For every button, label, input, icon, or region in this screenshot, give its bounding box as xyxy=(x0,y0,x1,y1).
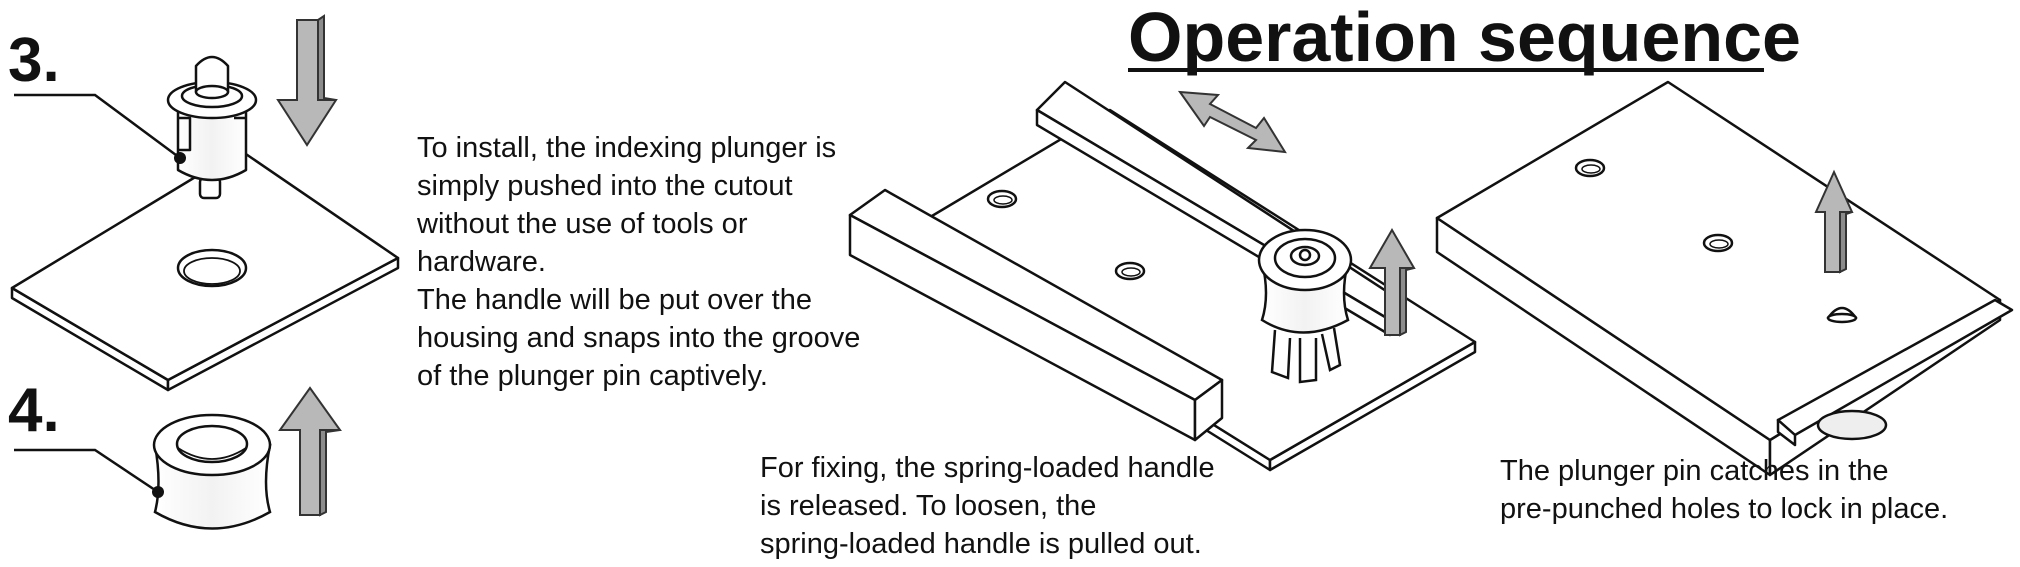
step3-down-arrow xyxy=(276,14,338,147)
step4-up-arrow xyxy=(278,386,342,517)
right-rail xyxy=(1776,298,2014,447)
step-number-3: 3. xyxy=(8,26,60,95)
lock-description: The plunger pin catches in the pre-punch… xyxy=(1500,455,1949,525)
middle-double-arrow xyxy=(1177,90,1287,154)
step4-handle xyxy=(152,413,272,530)
step3-plunger xyxy=(166,55,258,200)
install-description: To install, the indexing plunger is simp… xyxy=(417,132,861,392)
middle-front-rail xyxy=(848,188,1224,442)
step3-plate xyxy=(10,148,400,392)
step-number-4: 4. xyxy=(8,376,60,445)
middle-plunger xyxy=(1257,228,1353,384)
title-underline xyxy=(1128,68,1764,72)
fixing-description: For fixing, the spring-loaded handle is … xyxy=(760,452,1215,560)
right-up-arrow xyxy=(1814,169,1854,274)
right-plate xyxy=(1435,80,2002,477)
page-title: Operation sequence xyxy=(1128,0,1801,76)
step4-leader xyxy=(14,448,164,498)
step3-leader xyxy=(14,93,186,164)
middle-up-arrow xyxy=(1368,228,1416,337)
